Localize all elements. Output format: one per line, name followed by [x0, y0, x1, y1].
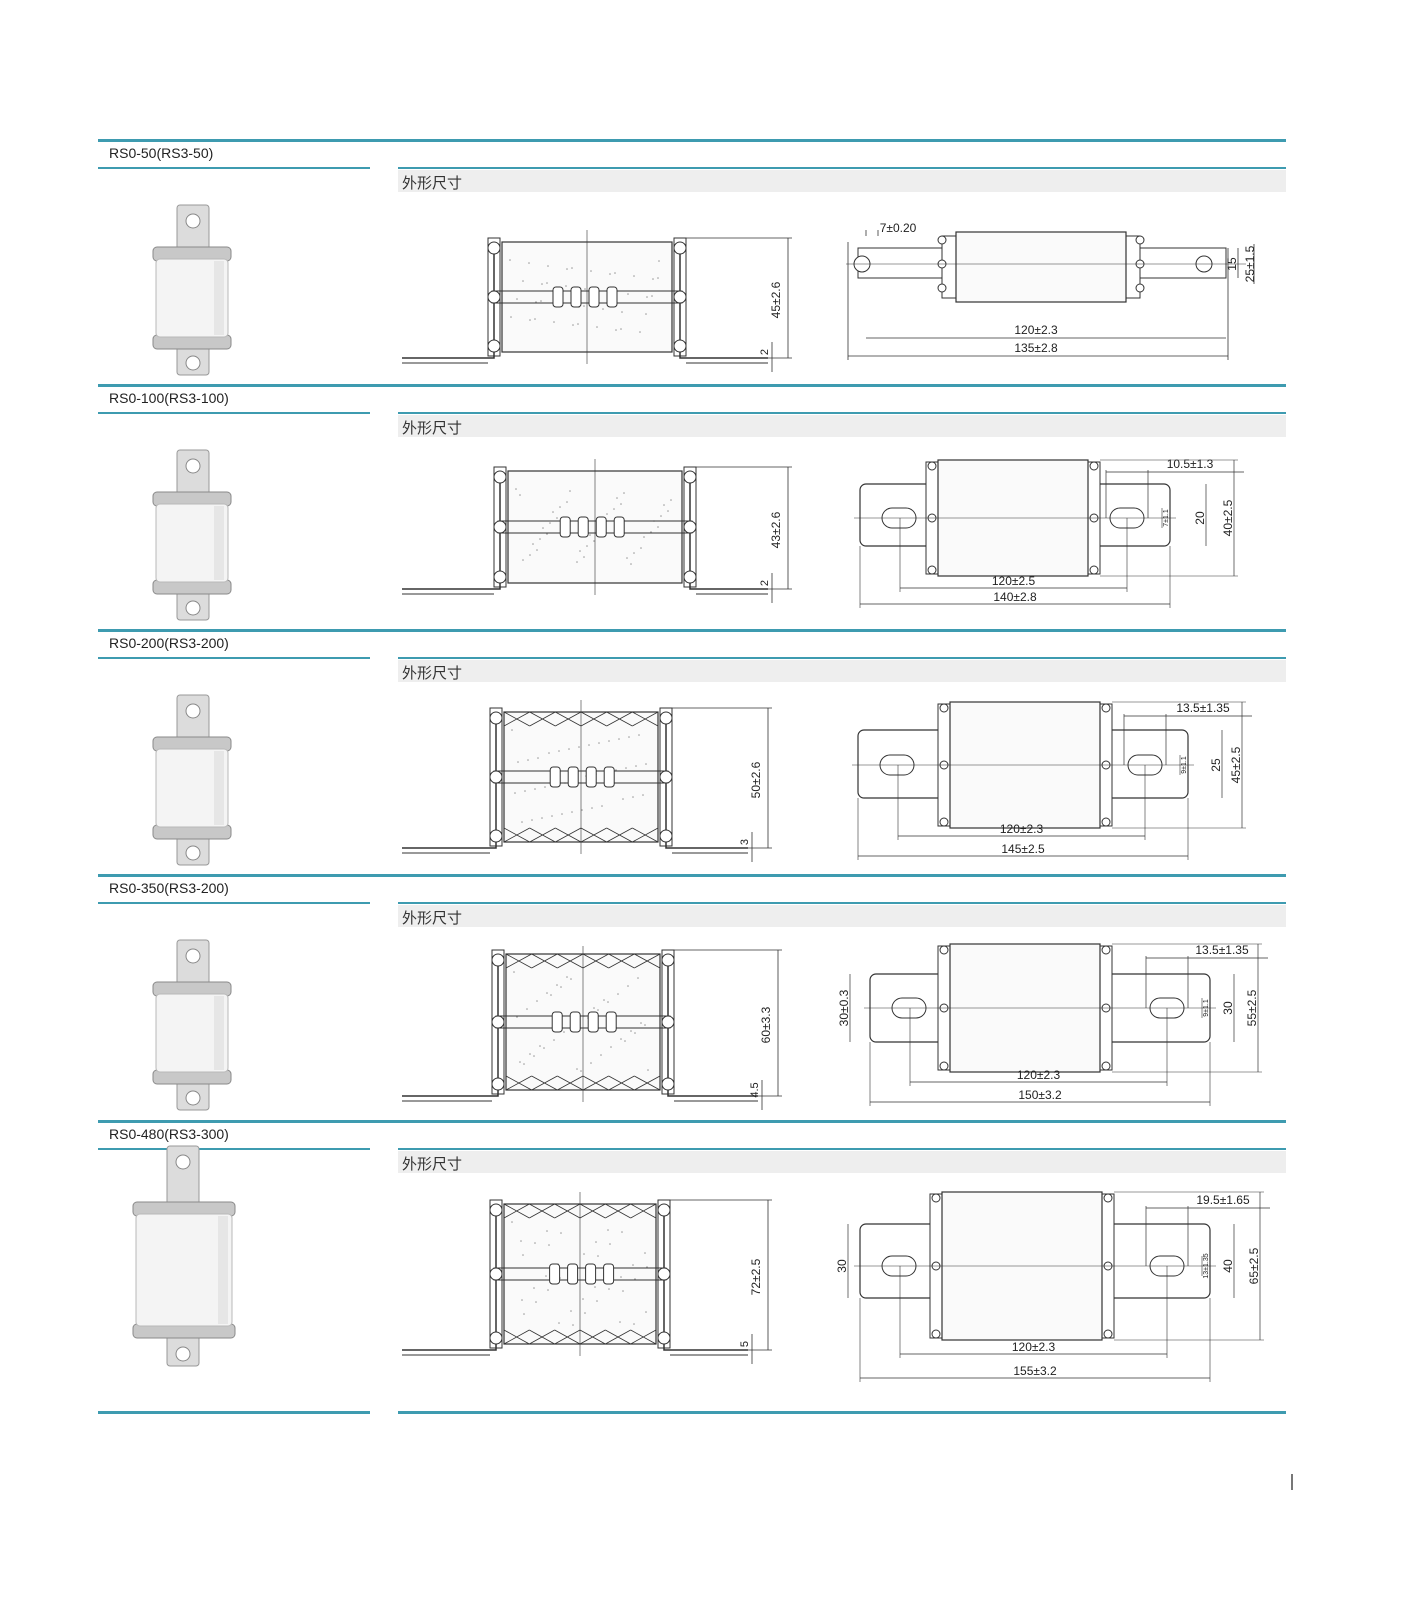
- slot-dimension: 13.5±1.35: [1195, 943, 1249, 957]
- dimension-band: 外形尺寸: [398, 660, 1286, 682]
- model-label: RS0-200(RS3-200): [109, 635, 229, 651]
- drawing-top-rule: [398, 657, 1286, 659]
- drawing-top-rule: [398, 1148, 1286, 1150]
- tab-width-dimension: 15: [1225, 257, 1239, 271]
- side-thickness-dimension: 3: [739, 839, 751, 845]
- model-underline: [98, 167, 370, 169]
- side-view-drawing: 72±2.5 5: [398, 1192, 818, 1397]
- tab-left-dimension: 30±0.3: [837, 989, 851, 1026]
- bottom-rule-right: [398, 1411, 1286, 1414]
- dimension-band: 外形尺寸: [398, 1151, 1286, 1173]
- tab-width-dimension: 20: [1193, 511, 1207, 525]
- hole-dimension: 9±1.1: [1203, 999, 1210, 1017]
- drawing-top-rule: [398, 167, 1286, 169]
- side-height-dimension: 43±2.6: [769, 511, 783, 548]
- fuse-product-photo: [118, 1142, 248, 1377]
- side-thickness-dimension: 2: [759, 580, 771, 586]
- hole-dimension: 9±1.1: [1181, 756, 1188, 774]
- drawing-top-rule: [398, 902, 1286, 904]
- top-view-drawing: 10.5±1.3 7±1.1 20 40±2.5 120±2.5 140±2.8: [846, 456, 1286, 621]
- slot-dimension: 7±0.20: [880, 221, 917, 235]
- side-view-drawing: 45±2.6 2: [398, 212, 818, 417]
- side-height-dimension: 72±2.5: [749, 1258, 763, 1295]
- body-length-dimension: 120±2.3: [1012, 1340, 1056, 1354]
- hole-dimension: 13±1.35: [1203, 1253, 1210, 1278]
- dimension-band: 外形尺寸: [398, 415, 1286, 437]
- side-height-dimension: 50±2.6: [749, 761, 763, 798]
- total-length-dimension: 145±2.5: [1001, 842, 1045, 856]
- overall-width-dimension: 65±2.5: [1247, 1247, 1261, 1284]
- dimension-band: 外形尺寸: [398, 905, 1286, 927]
- fuse-product-photo: [128, 446, 258, 631]
- tab-width-dimension: 25: [1209, 758, 1223, 772]
- model-underline: [98, 412, 370, 414]
- model-underline: [98, 902, 370, 904]
- fuse-product-photo: [128, 936, 258, 1121]
- dimension-heading: 外形尺寸: [402, 420, 463, 437]
- model-underline: [98, 1148, 370, 1150]
- total-length-dimension: 155±3.2: [1013, 1364, 1057, 1378]
- model-label: RS0-50(RS3-50): [109, 145, 214, 161]
- slot-dimension: 19.5±1.65: [1196, 1193, 1250, 1207]
- side-thickness-dimension: 2: [759, 349, 771, 355]
- total-length-dimension: 150±3.2: [1018, 1088, 1062, 1102]
- overall-width-dimension: 55±2.5: [1245, 989, 1259, 1026]
- dimension-heading: 外形尺寸: [402, 1156, 463, 1173]
- drawing-top-rule: [398, 412, 1286, 414]
- total-length-dimension: 135±2.8: [1014, 341, 1058, 355]
- top-view-drawing: 7±0.20 120±2.3 135±2.8 15 25±1.5: [846, 212, 1286, 372]
- overall-width-dimension: 25±1.5: [1243, 245, 1257, 282]
- top-view-drawing: 19.5±1.65 13±1.35 40 65±2.5 30 120±2.3 155±3.2: [830, 1188, 1286, 1395]
- overall-width-dimension: 40±2.5: [1221, 499, 1235, 536]
- overall-width-dimension: 45±2.5: [1229, 746, 1243, 783]
- section-top-rule: [98, 629, 1286, 632]
- hole-dimension: 7±1.1: [1163, 509, 1170, 527]
- body-length-dimension: 120±2.3: [1014, 323, 1058, 337]
- side-view-drawing: 43±2.6 2: [398, 456, 818, 661]
- tab-width-dimension: 40: [1221, 1259, 1235, 1273]
- section-top-rule: [98, 139, 1286, 142]
- top-view-drawing: 13.5±1.35 9±1.1 25 45±2.5 120±2.3 145±2.5: [846, 696, 1286, 875]
- bottom-rule-left: [98, 1411, 370, 1414]
- slot-dimension: 10.5±1.3: [1167, 457, 1214, 471]
- fuse-product-photo: [128, 691, 258, 876]
- tab-width-dimension: 30: [1221, 1001, 1235, 1015]
- model-underline: [98, 657, 370, 659]
- top-view-drawing: 13.5±1.35 9±1.1 30 55±2.5 30±0.3 120±2.3 150±3…: [830, 940, 1286, 1123]
- side-height-dimension: 60±3.3: [759, 1006, 773, 1043]
- model-label: RS0-100(RS3-100): [109, 390, 229, 406]
- side-view-drawing: 60±3.3 4.5: [398, 942, 818, 1151]
- dimension-band: 外形尺寸: [398, 170, 1286, 192]
- dimension-heading: 外形尺寸: [402, 175, 463, 192]
- fuse-product-photo: [128, 201, 258, 386]
- section-top-rule: [98, 874, 1286, 877]
- slot-dimension: 13.5±1.35: [1176, 701, 1230, 715]
- tab-left-dimension: 30: [835, 1259, 849, 1273]
- total-length-dimension: 140±2.8: [993, 590, 1037, 604]
- side-thickness-dimension: 4.5: [749, 1082, 761, 1097]
- page-edge-mark: [1291, 1474, 1293, 1490]
- body-length-dimension: 120±2.3: [1000, 822, 1044, 836]
- side-height-dimension: 45±2.6: [769, 281, 783, 318]
- body-length-dimension: 120±2.5: [992, 574, 1036, 588]
- side-thickness-dimension: 5: [739, 1341, 751, 1347]
- dimension-heading: 外形尺寸: [402, 910, 463, 927]
- side-view-drawing: 50±2.6 3: [398, 700, 818, 905]
- body-length-dimension: 120±2.3: [1017, 1068, 1061, 1082]
- section-top-rule: [98, 384, 1286, 387]
- dimension-heading: 外形尺寸: [402, 665, 463, 682]
- section-top-rule: [98, 1120, 1286, 1123]
- model-label: RS0-480(RS3-300): [109, 1126, 229, 1142]
- model-label: RS0-350(RS3-200): [109, 880, 229, 896]
